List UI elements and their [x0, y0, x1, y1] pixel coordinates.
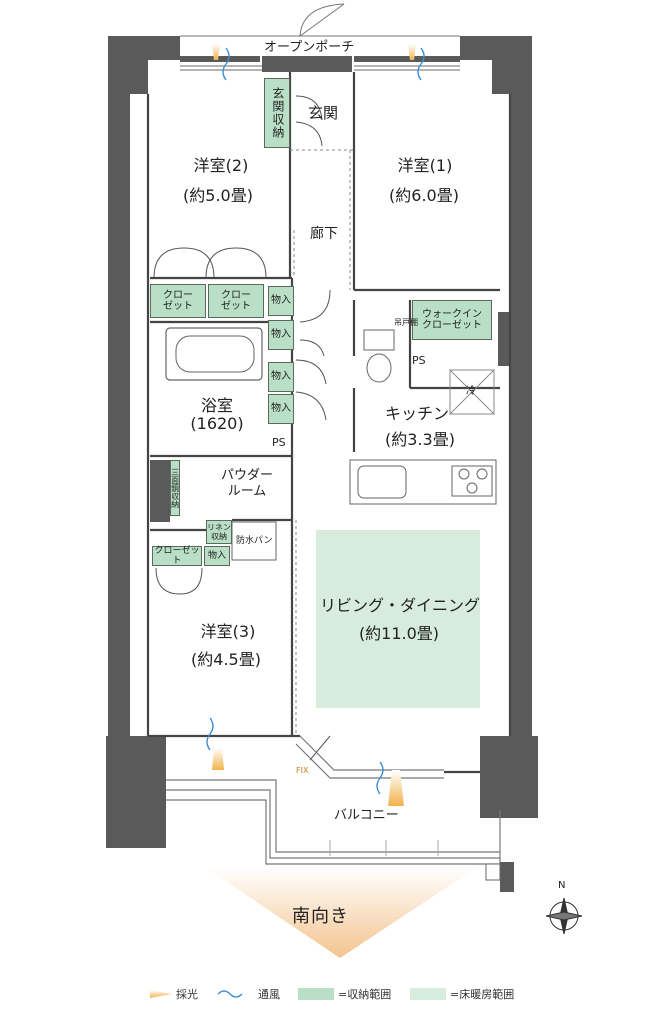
light-arrows [212, 44, 416, 806]
toilet [363, 329, 395, 383]
balcony-box [485, 863, 501, 881]
legend-wind-label: 通風 [258, 988, 280, 1001]
bathtub [175, 335, 255, 373]
waterproof-pan-box [231, 521, 277, 561]
bath-size: (1620) [190, 414, 244, 433]
balcony-unit [500, 862, 514, 892]
closet-room2-left: クロー ゼット [150, 284, 206, 318]
storage-1: 物入 [268, 286, 294, 316]
balcony-outline [166, 735, 501, 865]
balcony-label: バルコニー [334, 808, 399, 823]
room1-name: 洋室(1) [397, 156, 453, 175]
linen-storage: リネン 収納 [206, 520, 232, 544]
fix-label: FIX [296, 766, 309, 775]
legend-light-icon [150, 990, 172, 998]
balcony-posts [329, 840, 439, 856]
room3-name: 洋室(3) [200, 622, 256, 641]
south-direction-fan [206, 868, 476, 958]
storage-2: 物入 [268, 320, 294, 350]
corridor-label: 廊下 [310, 226, 338, 242]
kitchen-name: キッチン [384, 404, 449, 423]
living-size: (約11.0畳) [358, 624, 440, 643]
light-arrow-3 [212, 748, 224, 770]
compass [545, 897, 583, 935]
room1-size: (約6.0畳) [389, 186, 459, 205]
porch-label: オープンポーチ [264, 40, 355, 55]
storage-3: 物入 [268, 362, 294, 392]
storage-room3: 物入 [204, 546, 230, 566]
interior-walls [146, 72, 512, 774]
light-arrow-4 [388, 770, 404, 806]
doors [153, 95, 331, 761]
kitchen-size: (約3.3畳) [385, 430, 455, 449]
living-name: リビング・ダイニング [320, 596, 481, 615]
pillar-bottom-left [106, 736, 166, 848]
entrance-storage: 玄関収納 [264, 78, 290, 148]
legend-storage-label: =収納範囲 [338, 988, 392, 1001]
waterproof-pan-label: 防水パン [236, 536, 273, 546]
light-arrow-2 [408, 44, 416, 60]
storage-4: 物入 [268, 394, 294, 424]
legend-wind-icon [217, 990, 243, 998]
mirror-storage: 三面鏡収納 [170, 460, 180, 516]
fridge-label: 冷 [466, 386, 476, 397]
outer-walls [106, 36, 538, 848]
closet-room3: クローゼット [152, 546, 202, 566]
legend-light-label: 採光 [176, 988, 198, 1001]
fridge-space [449, 369, 495, 415]
floor-heating-area [316, 530, 480, 708]
dashed-lines [290, 149, 354, 736]
kitchen-counter [349, 459, 497, 505]
powder-room-label: パウダー ルーム [220, 468, 273, 500]
closet-room2-right: クロー ゼット [208, 284, 264, 318]
entrance-label: 玄関 [308, 104, 339, 122]
porch-outline [180, 3, 460, 37]
room3-size: (約4.5畳) [191, 650, 261, 669]
walk-in-closet: ウォークイン クローゼット [412, 300, 492, 340]
ps-label-toilet: PS [412, 354, 426, 367]
light-arrow-1 [212, 44, 220, 60]
wind-marks [206, 47, 425, 795]
room2-size: (約5.0畳) [183, 186, 253, 205]
toilet-shelf-label: 吊戸棚 [394, 318, 418, 327]
pillar-bottom-right [480, 736, 538, 818]
legend-floor-heat-swatch [410, 988, 446, 1000]
ps-label-bath: PS [272, 436, 286, 449]
north-label: N [558, 880, 566, 891]
bath-name: 浴室 [200, 396, 233, 415]
legend-floor-heat-label: =床暖房範囲 [450, 988, 515, 1001]
top-windows [180, 65, 460, 71]
pillar-left-mid [150, 460, 170, 522]
room2-name: 洋室(2) [193, 156, 249, 175]
legend-storage-swatch [298, 988, 334, 1000]
south-label: 南向き [292, 906, 349, 927]
